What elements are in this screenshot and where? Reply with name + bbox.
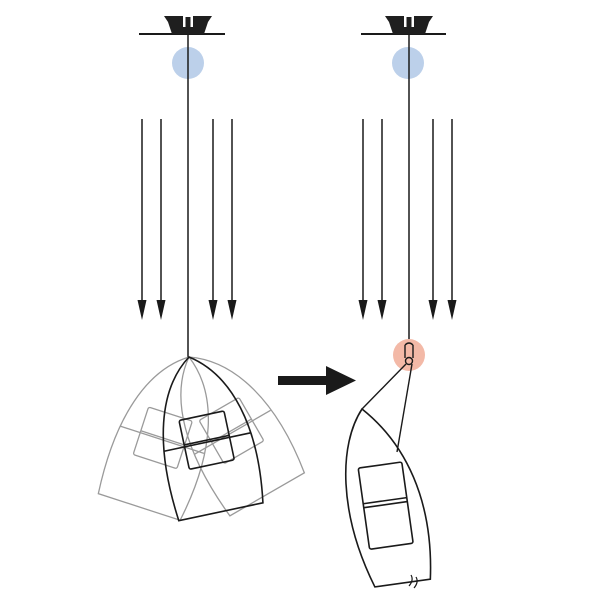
current-arrow-icon [156, 119, 166, 320]
buoy-float-icon [392, 47, 424, 79]
mooring-block-icon [361, 15, 446, 35]
right-arrow-icon [278, 366, 356, 395]
bridle-lines [361, 363, 413, 453]
boat-ghost-left [97, 356, 209, 522]
current-arrow-icon [208, 119, 218, 320]
current-arrow-icon [227, 119, 237, 320]
swivel-icon [404, 342, 414, 366]
mooring-block-icon [139, 15, 225, 35]
current-arrow-icon [428, 119, 438, 320]
stern-ripple [408, 574, 418, 589]
current-arrows [137, 119, 237, 320]
current-arrow-icon [377, 119, 387, 320]
current-arrow-icon [447, 119, 457, 320]
swivel-highlight [393, 339, 425, 371]
panel-before [97, 15, 306, 522]
boat-steady [344, 407, 432, 588]
current-arrow-icon [358, 119, 368, 320]
boat-ghost-right [180, 356, 306, 517]
current-arrow-icon [137, 119, 147, 320]
current-arrows [358, 119, 457, 320]
boat-main [162, 356, 264, 522]
panel-after [344, 15, 457, 589]
